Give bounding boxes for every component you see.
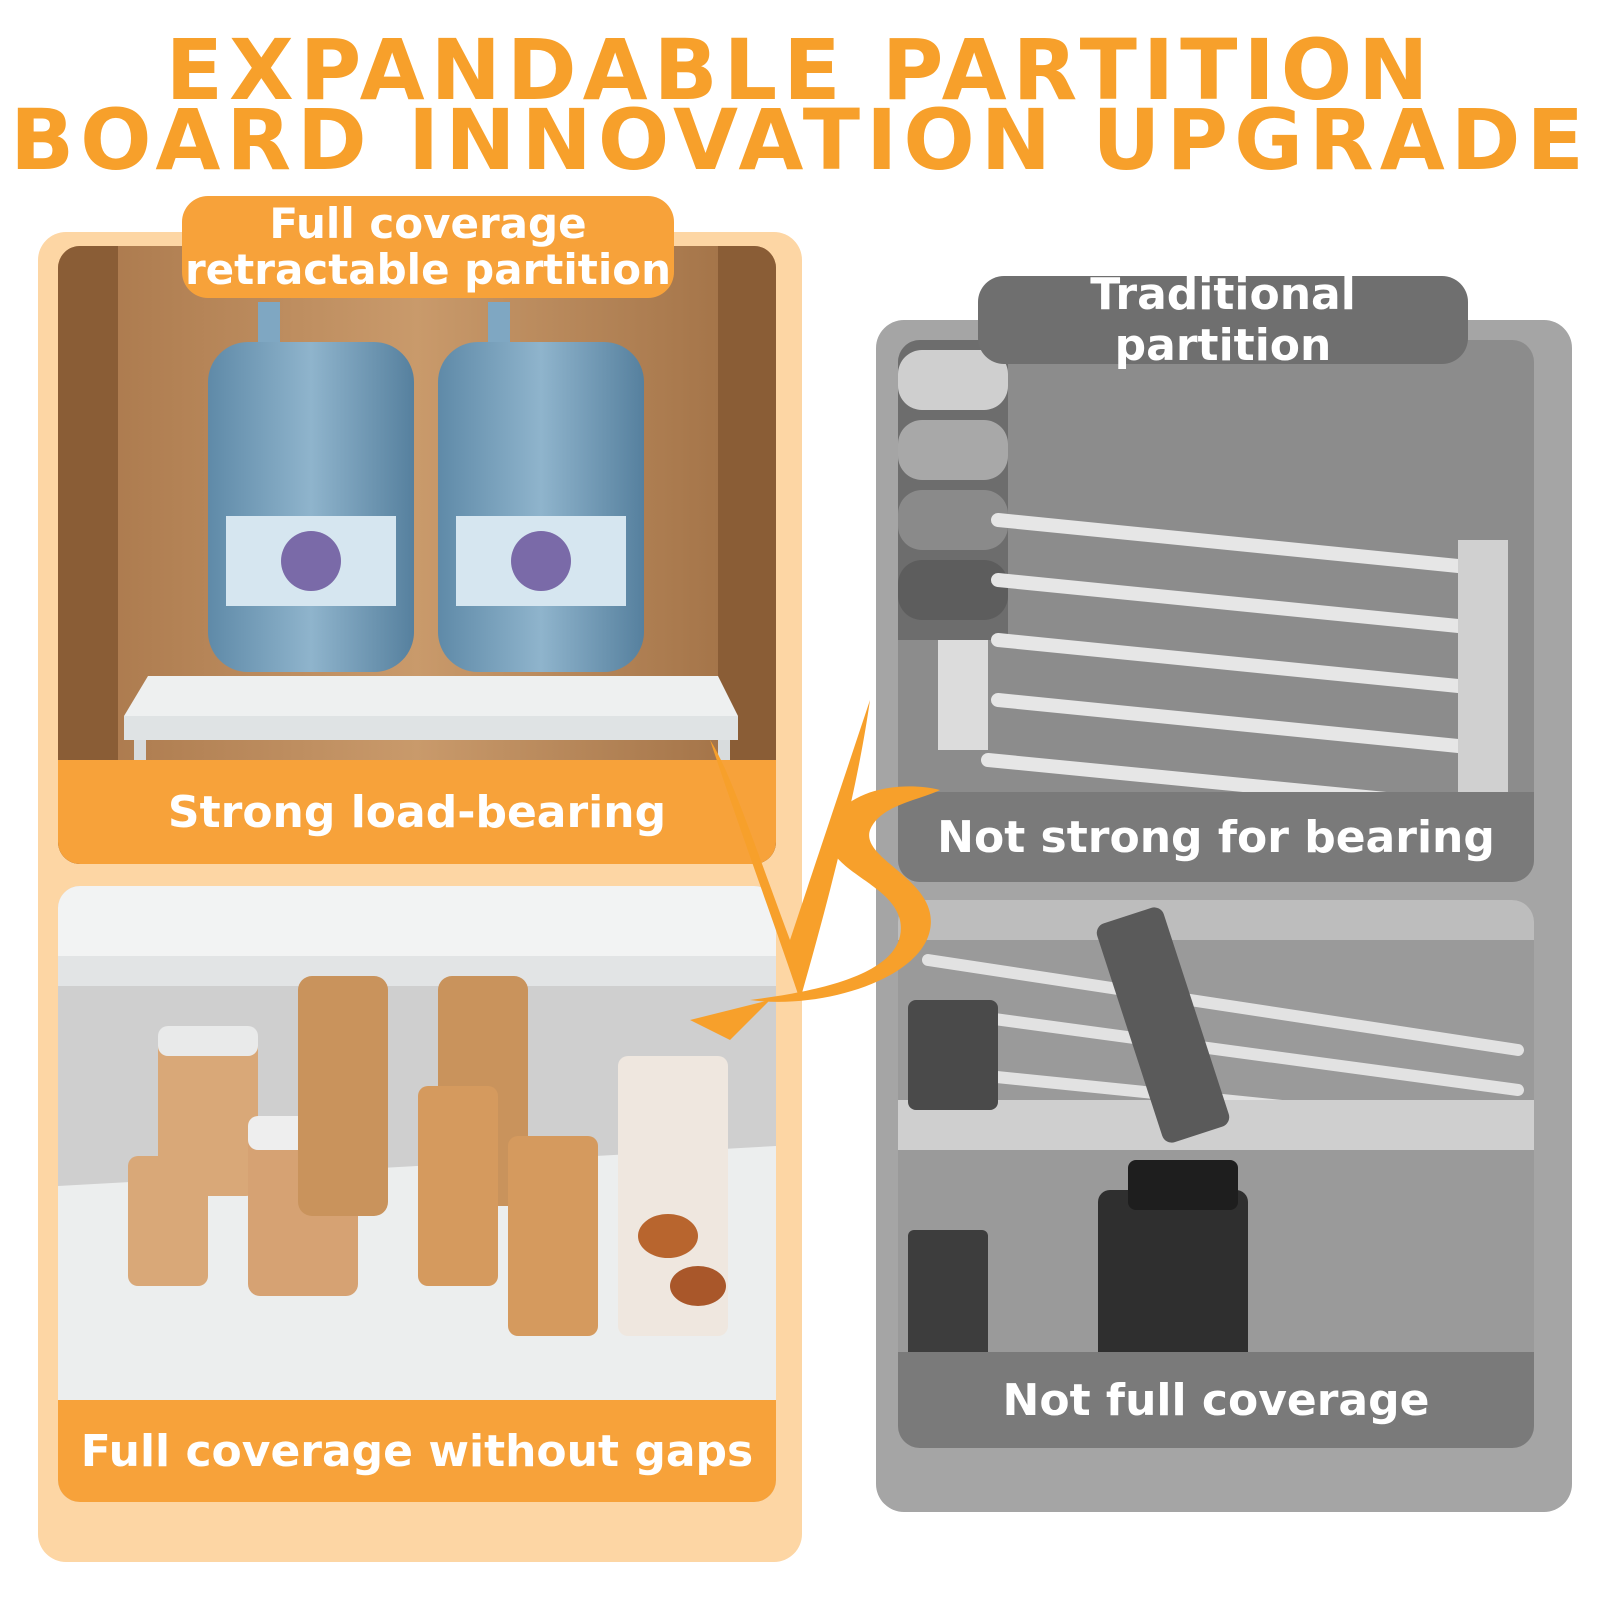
headline-line-1: EXPANDABLE PARTITION: [165, 21, 1435, 119]
full-coverage-caption: Full coverage without gaps: [58, 1400, 776, 1502]
tag-left-line1: Full coverage: [269, 199, 587, 248]
strong-load-bearing-caption: Strong load-bearing: [58, 760, 776, 864]
right-comparison-panel: Not strong for bearing Not full coverage: [876, 320, 1572, 1512]
water-bottles-photo: Strong load-bearing: [58, 246, 776, 864]
tag-left-line2: retractable partition: [184, 245, 672, 294]
water-bottle-left: [208, 302, 414, 672]
cosmetic-jars: [128, 976, 728, 1336]
rod-partition-spices-photo: Not full coverage: [898, 900, 1534, 1448]
left-comparison-panel: Strong load-bearing Full c: [38, 232, 802, 1562]
not-full-coverage-caption: Not full coverage: [898, 1352, 1534, 1448]
rod-partition-towels-photo: Not strong for bearing: [898, 340, 1534, 882]
headline-line-2: BOARD INNOVATION UPGRADE: [10, 91, 1590, 189]
traditional-partition-tag: Traditional partition: [978, 269, 1468, 371]
water-bottle-right: [438, 302, 644, 672]
cosmetics-shelf-photo: Full coverage without gaps: [58, 886, 776, 1502]
vs-brush-icon: [690, 700, 940, 1040]
not-strong-caption: Not strong for bearing: [898, 792, 1534, 882]
full-coverage-tag: Full coverage retractable partition: [182, 196, 674, 298]
